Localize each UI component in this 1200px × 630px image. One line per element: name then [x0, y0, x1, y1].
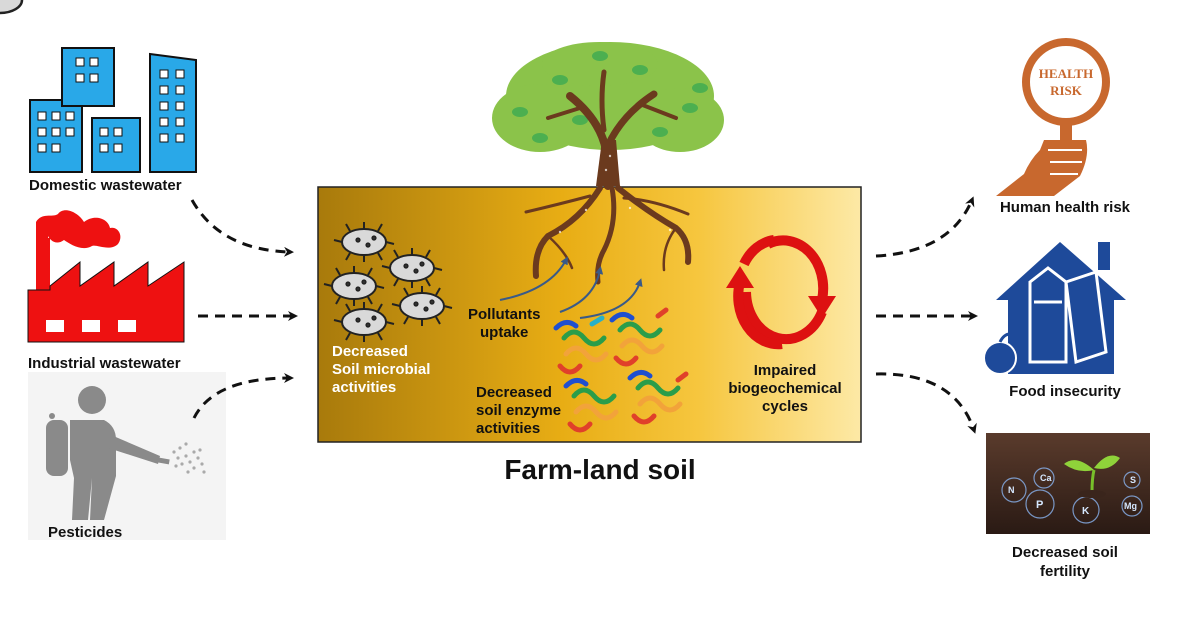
spray-dots [172, 442, 206, 474]
label-industrial-wastewater: Industrial wastewater [28, 355, 181, 372]
protein-icon [553, 307, 689, 433]
seedling-soil-icon: N Ca P K S Mg [986, 433, 1150, 534]
health-sign-line1: HEALTH [1039, 66, 1093, 81]
soil-title: Farm-land soil [504, 454, 696, 485]
label-cycles: Impaired biogeochemical cycles [720, 362, 850, 416]
nutrient-ca: Ca [1040, 473, 1052, 483]
label-food-insecurity: Food insecurity [1009, 383, 1121, 400]
nutrient-s: S [1130, 475, 1136, 485]
label-fertility-line1: Decreased soil [1012, 544, 1118, 561]
output-arrows [875, 196, 978, 434]
label-cycles-line3: cycles [762, 398, 808, 415]
label-fertility-line2: fertility [1039, 563, 1090, 580]
label-microbial: Decreased Soil microbial activities [332, 343, 430, 397]
label-human-health-risk: Human health risk [999, 199, 1131, 216]
cycle-arrows-icon [726, 235, 836, 350]
label-pesticides: Pesticides [48, 524, 123, 541]
label-microbial-line3: activities [332, 379, 397, 396]
label-enzyme: Decreased soil enzyme activities [476, 384, 561, 438]
input-arrows [190, 199, 298, 419]
health-risk-sign-icon [996, 38, 1110, 196]
nutrient-k: K [1082, 506, 1090, 517]
label-cycles-line1: Impaired [753, 362, 817, 379]
label-enzyme-line1: Decreased [476, 384, 552, 401]
label-cycles-line2: biogeochemical [728, 380, 842, 397]
label-enzyme-line3: activities [476, 420, 541, 437]
factory-icon [27, 210, 185, 343]
label-domestic-wastewater: Domestic wastewater [29, 177, 182, 194]
health-sign-line2: RISK [1050, 83, 1083, 98]
uptake-arrows [499, 256, 643, 319]
label-uptake-line2: uptake [480, 324, 529, 341]
sprayer-person-icon [46, 386, 170, 520]
microbes-cluster [323, 222, 453, 342]
label-soil-fertility: Decreased soil fertility [980, 543, 1150, 581]
nutrient-mg: Mg [1124, 501, 1137, 511]
buildings-icon [29, 47, 197, 173]
label-microbial-line1: Decreased [332, 343, 408, 360]
house-food-icon [983, 242, 1126, 375]
tree-icon [492, 42, 724, 285]
nutrient-p: P [1036, 499, 1043, 511]
nutrient-n: N [1008, 485, 1015, 495]
microbe-icon [0, 0, 24, 15]
label-enzyme-line2: soil enzyme [476, 402, 562, 419]
label-uptake-line1: Pollutants [468, 306, 541, 323]
label-microbial-line2: Soil microbial [332, 361, 431, 378]
label-pollutants-uptake: Pollutants uptake [468, 306, 541, 342]
